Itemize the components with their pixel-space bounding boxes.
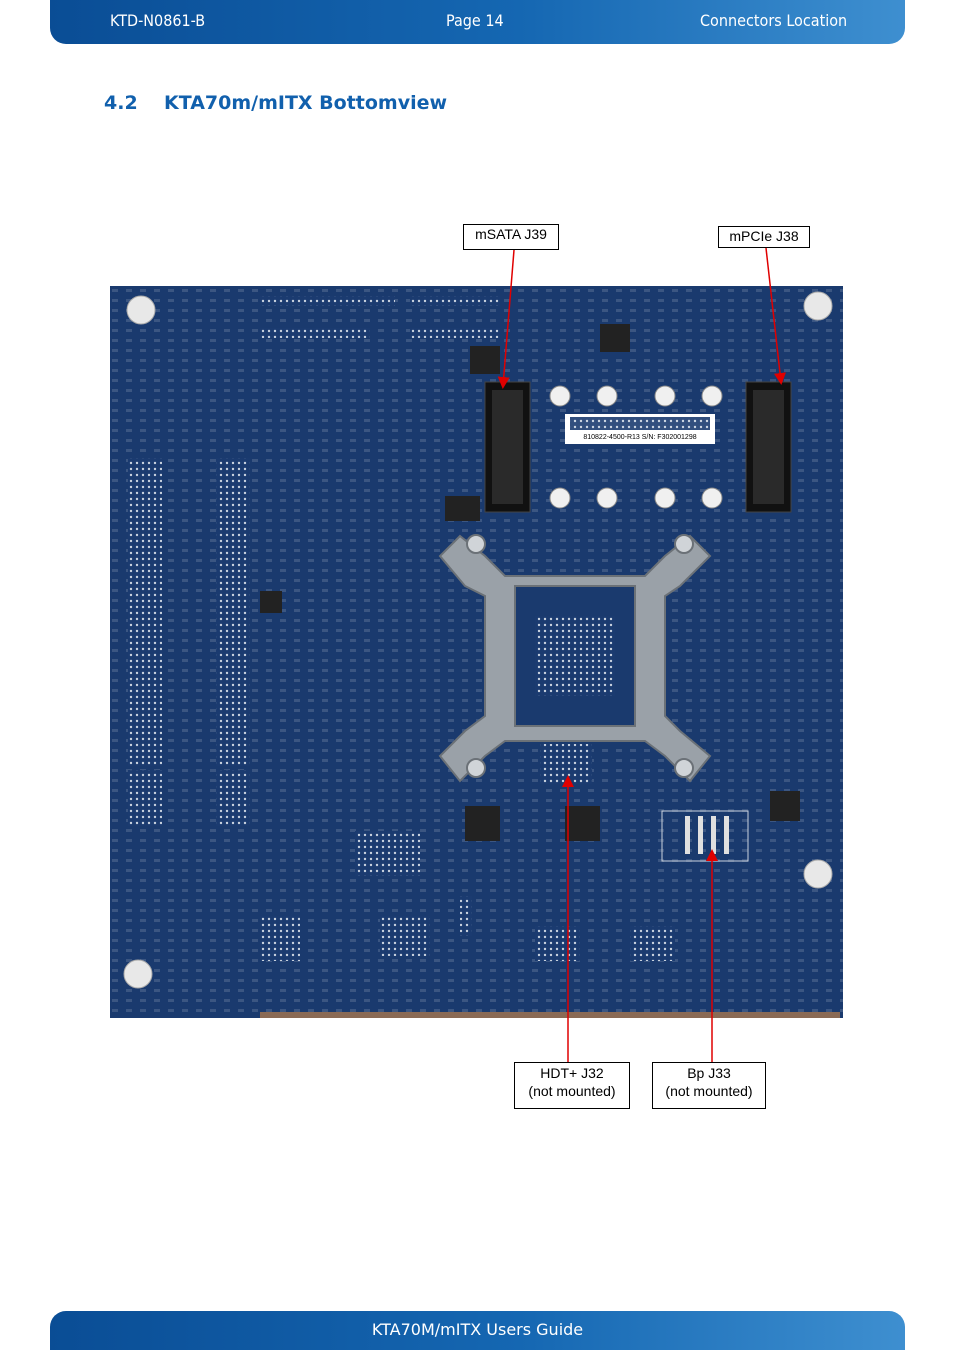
bp-label-line1: Bp J33: [687, 1065, 731, 1081]
ics: [260, 324, 800, 841]
section-heading: 4.2 KTA70m/mITX Bottomview: [104, 92, 447, 114]
bp-callout: Bp J33 (not mounted): [652, 1062, 766, 1109]
msata-arrow: [497, 249, 515, 389]
msata-slot: [484, 381, 531, 513]
chapter-title: Connectors Location: [700, 11, 848, 30]
page-footer: KTA70M/mITX Users Guide: [50, 1311, 905, 1350]
mpcie-arrow: [765, 247, 786, 385]
msata-callout: mSATA J39: [463, 224, 559, 250]
section-number: 4.2: [104, 92, 138, 114]
hdt-label-line1: HDT+ J32: [540, 1065, 604, 1081]
pin-headers: [128, 296, 500, 826]
footer-title: KTA70M/mITX Users Guide: [371, 1320, 584, 1339]
cpu-pads: [535, 616, 615, 696]
edge-connectors: [260, 1012, 840, 1018]
doc-id: KTD-N0861-B: [110, 11, 206, 30]
bp-footprint: [661, 810, 749, 862]
standoffs: [549, 385, 723, 509]
hdt-label-line2: (not mounted): [528, 1083, 616, 1099]
mounting-holes: [123, 291, 833, 989]
bp-label-line2: (not mounted): [665, 1083, 753, 1099]
serial-text: 810822-4500-R13 S/N: F302001298: [583, 434, 696, 441]
serial-sticker: 810822-4500-R13 S/N: F302001298: [565, 414, 715, 444]
pad-clusters: [260, 831, 675, 961]
mpcie-label: mPCIe J38: [729, 228, 799, 244]
page-number: Page 14: [446, 11, 504, 30]
mpcie-callout: mPCIe J38: [718, 226, 810, 248]
mpcie-slot: [745, 381, 792, 513]
hdt-callout: HDT+ J32 (not mounted): [514, 1062, 630, 1109]
msata-label: mSATA J39: [475, 226, 547, 242]
section-title: KTA70m/mITX Bottomview: [164, 92, 448, 114]
board-bottom-photo: 810822-4500-R13 S/N: F302001298: [110, 286, 843, 1018]
page-header: KTD-N0861-B Page 14 Connectors Location: [50, 0, 905, 44]
